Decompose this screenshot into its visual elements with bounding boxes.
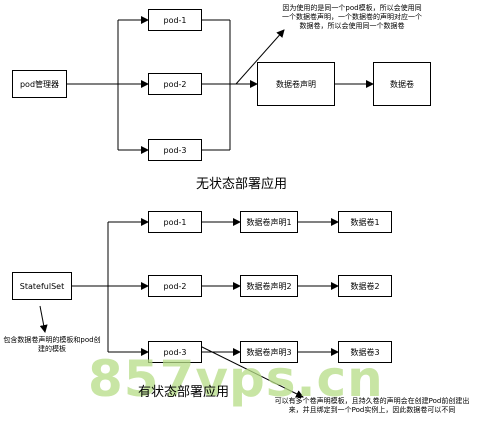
shared-volume-claim: 数据卷声明 <box>257 62 335 106</box>
volume-claim-3: 数据卷声明3 <box>240 341 298 363</box>
stateful-pod-1: pod-1 <box>148 211 202 233</box>
template-note: 包含数据卷声明的模板和pod创建的模板 <box>3 336 101 353</box>
edge-template-note-pointer <box>39 305 48 333</box>
volume-3: 数据卷3 <box>338 341 392 363</box>
shared-volume: 数据卷 <box>373 62 431 106</box>
volume-claim-1: 数据卷声明1 <box>240 211 298 233</box>
watermark: 857vps.cn <box>88 350 384 408</box>
shared-claim-note: 因为使用的是同一个pod模板，所以会使用同一个数据卷声明，一个数据卷的声明对应一… <box>282 4 422 30</box>
statefulset-box: StatefulSet <box>12 272 72 300</box>
pod-manager-box: pod管理器 <box>12 70 67 98</box>
edge-claim-note-pointer <box>199 345 304 398</box>
edge-note-pointer <box>235 29 285 85</box>
stateless-pod-1: pod-1 <box>148 9 202 31</box>
stateful-pod-3: pod-3 <box>148 341 202 363</box>
volume-2: 数据卷2 <box>338 275 392 297</box>
volume-claim-2: 数据卷声明2 <box>240 275 298 297</box>
stateful-title: 有状态部署应用 <box>138 385 230 400</box>
stateless-title: 无状态部署应用 <box>196 177 288 192</box>
stateless-pod-3: pod-3 <box>148 139 202 161</box>
volume-1: 数据卷1 <box>338 211 392 233</box>
claim-template-note: 可以有多个卷声明模板，且持久卷的声明会在创建Pod前创建出来，并且绑定到一个Po… <box>274 397 470 414</box>
stateless-pod-2: pod-2 <box>148 73 202 95</box>
stateful-pod-2: pod-2 <box>148 275 202 297</box>
